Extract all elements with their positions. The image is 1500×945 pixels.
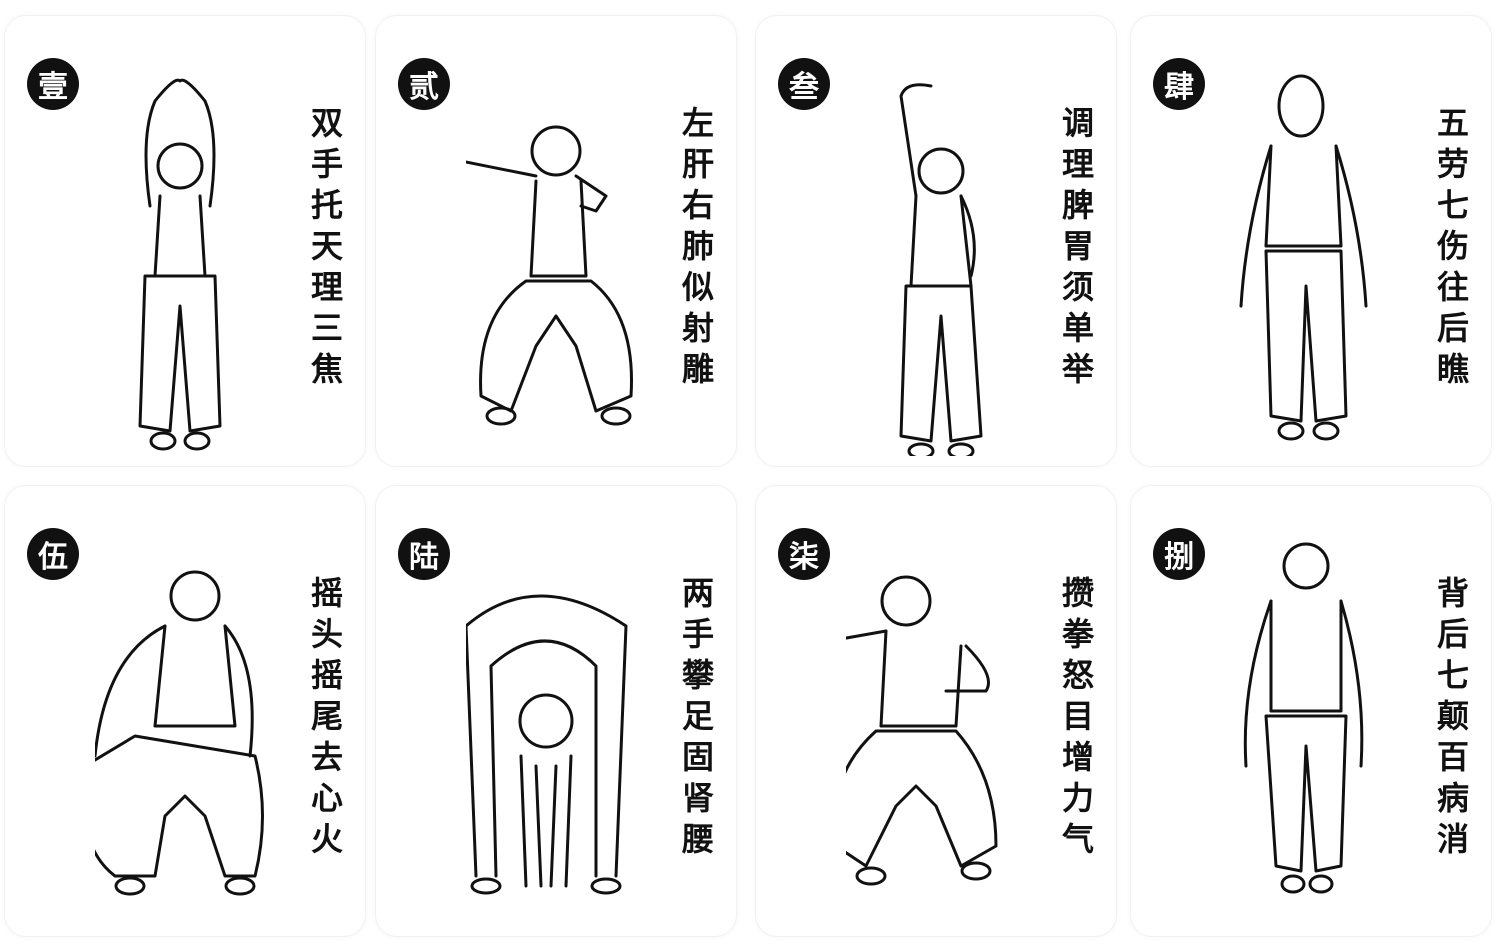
numeral-badge: 捌 (1153, 528, 1205, 580)
figure-illustration (466, 125, 633, 426)
exercise-caption: 攒拳怒目增力气 (1057, 576, 1095, 863)
exercise-card-2: 贰 左肝右肺似射雕 (375, 15, 737, 467)
figure-illustration (899, 83, 983, 456)
figure-illustration (138, 78, 222, 451)
exercise-caption: 两手攀足固肾腰 (677, 576, 715, 863)
numeral-badge: 柒 (778, 528, 830, 580)
exercise-card-5: 伍 摇头摇尾去心火 (4, 485, 366, 937)
exercise-card-6: 陆 两手攀足固肾腰 (375, 485, 737, 937)
figure-illustration (1239, 74, 1368, 441)
numeral-badge: 壹 (27, 58, 79, 110)
numeral-badge: 叁 (778, 58, 830, 110)
numeral-badge: 贰 (398, 58, 450, 110)
figure-illustration (846, 575, 998, 886)
figure-illustration (1243, 542, 1364, 894)
exercise-caption: 双手托天理三焦 (306, 106, 344, 393)
numeral-badge: 肆 (1153, 58, 1205, 110)
exercise-card-7: 柒 攒拳怒目增力气 (755, 485, 1117, 937)
figure-illustration (95, 570, 264, 896)
figure-illustration (466, 594, 628, 895)
exercise-caption: 背后七颠百病消 (1432, 576, 1470, 863)
exercise-card-3: 叁 调理脾胃须单举 (755, 15, 1117, 467)
numeral-badge: 陆 (398, 528, 450, 580)
exercise-caption: 摇头摇尾去心火 (306, 576, 344, 863)
numeral-badge: 伍 (27, 528, 79, 580)
exercise-card-4: 肆 五劳七伤往后瞧 (1130, 15, 1492, 467)
exercise-caption: 调理脾胃须单举 (1057, 106, 1095, 393)
exercise-caption: 左肝右肺似射雕 (677, 106, 715, 393)
exercise-card-1: 壹 双手托天理三焦 (4, 15, 366, 467)
exercise-caption: 五劳七伤往后瞧 (1432, 106, 1470, 393)
exercise-card-8: 捌 背后七颠百病消 (1130, 485, 1492, 937)
